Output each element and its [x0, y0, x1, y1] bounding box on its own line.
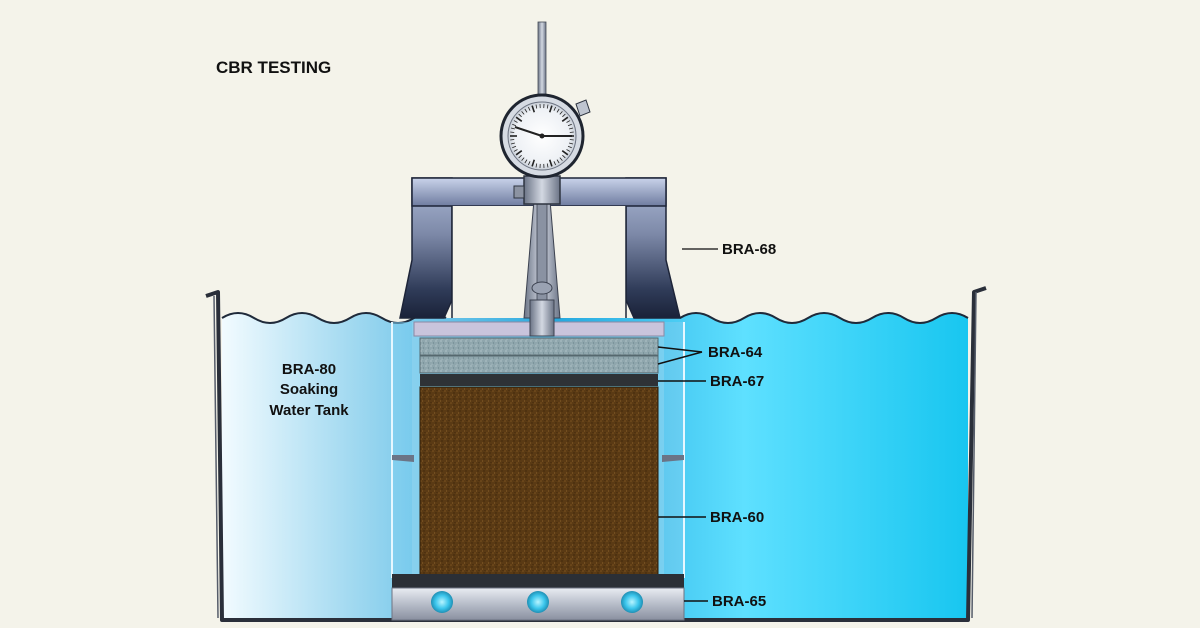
mould-clamp-right — [662, 455, 684, 462]
dial-tick — [515, 116, 523, 122]
base-plate-hole — [431, 591, 453, 613]
tank-label-line-3: Water Tank — [269, 402, 349, 419]
dial-tick — [521, 111, 525, 115]
callout-bra60: BRA-60 — [658, 509, 764, 526]
dial-tick — [524, 108, 528, 113]
dial-tick — [567, 123, 572, 127]
dial-tick — [561, 150, 569, 156]
dial-tick — [569, 142, 574, 145]
stem-rod-top — [537, 21, 547, 103]
dial-gauge-screw — [513, 185, 525, 199]
tank-label: BRA-80 Soaking Water Tank — [269, 361, 349, 419]
dial-tick — [569, 131, 574, 133]
dial-tick — [515, 150, 523, 156]
dial-tick — [513, 120, 518, 123]
dial-tick — [510, 131, 515, 133]
dial-tick — [553, 161, 556, 166]
porous-stones — [419, 337, 659, 374]
callout-bra64-label: BRA-64 — [708, 344, 763, 361]
dial-gauge — [499, 93, 591, 205]
dial-tick — [518, 113, 522, 118]
stem-collar — [531, 281, 553, 295]
dial-gauge-lug — [575, 99, 591, 117]
dial-tick — [524, 159, 528, 164]
dial-tick — [556, 108, 560, 113]
dial-tick — [559, 111, 563, 115]
callout-bra64: BRA-64 — [657, 344, 763, 365]
porous-stone-top — [419, 337, 659, 356]
dial-tick — [569, 139, 574, 141]
callout-bra65-label: BRA-65 — [712, 593, 766, 610]
stem-foot — [529, 299, 555, 337]
dial-tick — [531, 105, 536, 113]
dial-tick — [512, 145, 517, 149]
dial-tick — [548, 105, 553, 113]
dial-tick — [528, 161, 531, 166]
dial-tick — [556, 159, 560, 164]
dial-tick — [546, 104, 549, 109]
filter-paper-layer — [420, 374, 658, 386]
callout-bra68: BRA-68 — [682, 241, 776, 258]
callout-bra65: BRA-65 — [684, 593, 766, 610]
mould-clamp-left — [392, 455, 414, 462]
dial-tick — [513, 149, 518, 152]
dial-tick — [518, 154, 522, 159]
dial-gauge-mount — [523, 175, 561, 205]
dial-ticks — [510, 104, 574, 168]
dial-tick — [562, 154, 566, 159]
dial-tick — [531, 159, 536, 167]
water-surface-line — [221, 312, 969, 324]
dial-tick — [553, 106, 556, 111]
dial-tick — [546, 163, 549, 168]
dial-tick — [510, 142, 515, 145]
dial-gauge-stem — [523, 21, 561, 337]
dial-tick — [535, 163, 538, 168]
dial-tick — [521, 157, 525, 161]
dial-tick — [510, 139, 515, 141]
base-plate-hole — [527, 591, 549, 613]
dial-tick — [561, 116, 569, 122]
callout-bra67: BRA-67 — [658, 373, 764, 390]
base-plate-top — [392, 574, 684, 588]
tank-rim-inner — [213, 291, 977, 619]
dial-tick — [510, 127, 515, 130]
soil-sample — [419, 386, 659, 576]
dial-tick — [528, 106, 531, 111]
porous-stone-bottom — [419, 355, 659, 374]
dial-tick — [535, 104, 538, 109]
diagram-title: CBR TESTING — [216, 58, 331, 77]
dial-tick — [562, 113, 566, 118]
dial-tick — [566, 120, 571, 123]
dial-tick — [559, 157, 563, 161]
dial-tick — [569, 127, 574, 130]
tank-label-line-2: Soaking — [280, 381, 338, 398]
tank-label-line-1: BRA-80 — [282, 361, 336, 378]
dial-tick — [512, 123, 517, 127]
dial-tick — [548, 159, 553, 167]
dial-needle-long — [514, 126, 543, 137]
callout-bra68-label: BRA-68 — [722, 241, 776, 258]
base-plate — [391, 574, 685, 621]
base-plate-hole — [621, 591, 643, 613]
dial-tick — [566, 149, 571, 152]
callout-bra60-label: BRA-60 — [710, 509, 764, 526]
callout-bra67-label: BRA-67 — [710, 373, 764, 390]
dial-tick — [567, 145, 572, 149]
